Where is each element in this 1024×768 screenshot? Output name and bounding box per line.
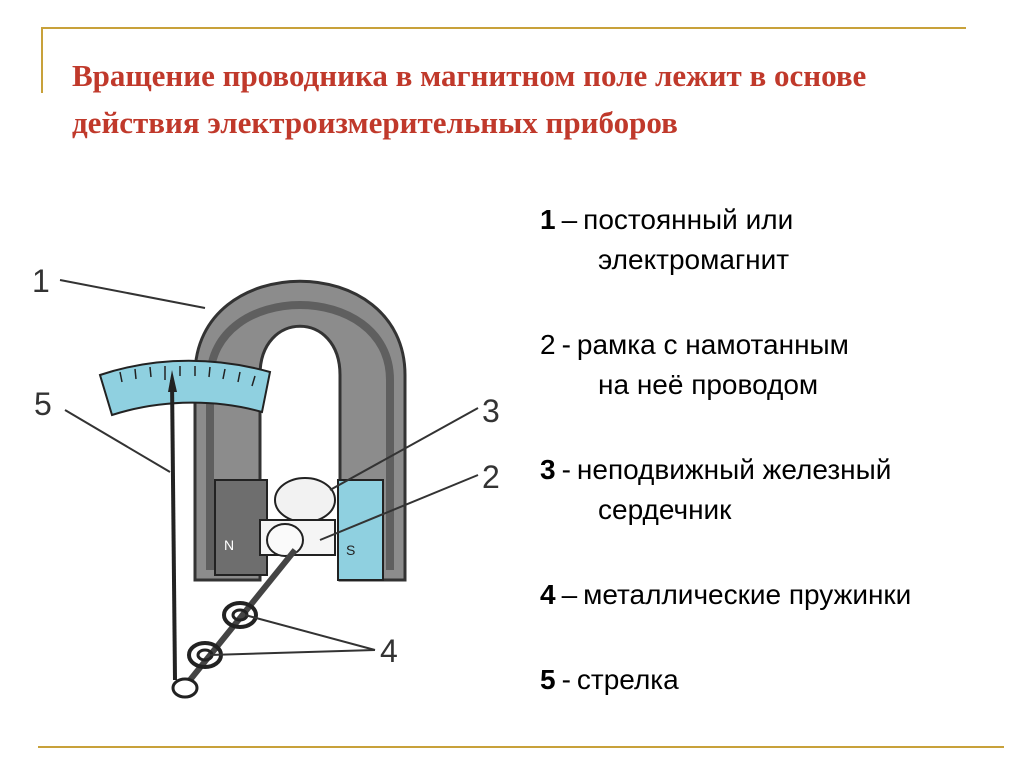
- legend-separator: -: [561, 664, 571, 695]
- diagram-svg: N S: [32, 263, 500, 699]
- legend-text-line2: на неё проводом: [598, 369, 819, 400]
- coil-frame-end: [266, 523, 304, 557]
- legend-item-4: 4–металлические пружинки: [540, 575, 1020, 615]
- galvanometer-diagram: N S: [20, 210, 530, 730]
- bottom-rule: [38, 746, 1004, 748]
- legend-text-line1: металлические пружинки: [583, 579, 912, 610]
- pole-n: [214, 479, 268, 576]
- callout-line-2: [319, 474, 479, 541]
- legend-number: 4: [540, 579, 556, 610]
- legend-separator: –: [561, 579, 578, 610]
- scale-arc: [98, 359, 272, 417]
- legend-item-2: 2-рамка с намотанным на неё проводом: [540, 325, 1020, 405]
- legend-separator: -: [561, 329, 571, 360]
- pole-n-label: N: [224, 537, 234, 553]
- legend-text-line1: постоянный или: [583, 204, 794, 235]
- pole-s: [337, 479, 384, 581]
- legend-text-line1: неподвижный железный: [576, 454, 892, 485]
- legend-text-line2: сердечник: [598, 494, 732, 525]
- slide-title: Вращение проводника в магнитном поле леж…: [72, 58, 867, 140]
- legend-text-line2: электромагнит: [598, 244, 790, 275]
- spring-upper: [222, 601, 258, 629]
- callout-label-2: 2: [482, 459, 500, 495]
- magnet-inner-shade: [206, 301, 394, 570]
- callout-line-5: [64, 409, 171, 473]
- callout-line-3: [329, 407, 479, 491]
- legend-number: 3: [540, 454, 556, 485]
- pivot-bottom: [171, 677, 199, 699]
- legend-item-5: 5-стрелка: [540, 660, 1020, 700]
- callout-line-1: [59, 279, 206, 309]
- callout-line-4b: [209, 649, 376, 656]
- pole-s-label: S: [346, 542, 355, 558]
- callout-label-3: 3: [482, 393, 500, 429]
- iron-core: [274, 477, 336, 523]
- legend-separator: -: [561, 454, 571, 485]
- callout-label-1: 1: [32, 263, 50, 299]
- pointer-tip: [168, 370, 177, 392]
- legend-number: 5: [540, 664, 556, 695]
- pointer-needle: [170, 379, 177, 681]
- legend-text-line1: рамка с намотанным: [576, 329, 849, 360]
- legend-separator: –: [561, 204, 578, 235]
- legend-text-line1: стрелка: [576, 664, 679, 695]
- callout-label-4: 4: [380, 633, 398, 669]
- scale-ticks: [119, 366, 256, 387]
- left-rule: [41, 27, 43, 93]
- callout-label-5: 5: [34, 386, 52, 422]
- legend-list: 1–постоянный или электромагнит 2-рамка с…: [540, 200, 1020, 745]
- callout-line-4a: [244, 614, 376, 651]
- legend-item-3: 3-неподвижный железный сердечник: [540, 450, 1020, 530]
- legend-number: 2: [540, 329, 556, 360]
- top-rule: [41, 27, 966, 29]
- legend-number: 1: [540, 204, 556, 235]
- legend-item-1: 1–постоянный или электромагнит: [540, 200, 1020, 280]
